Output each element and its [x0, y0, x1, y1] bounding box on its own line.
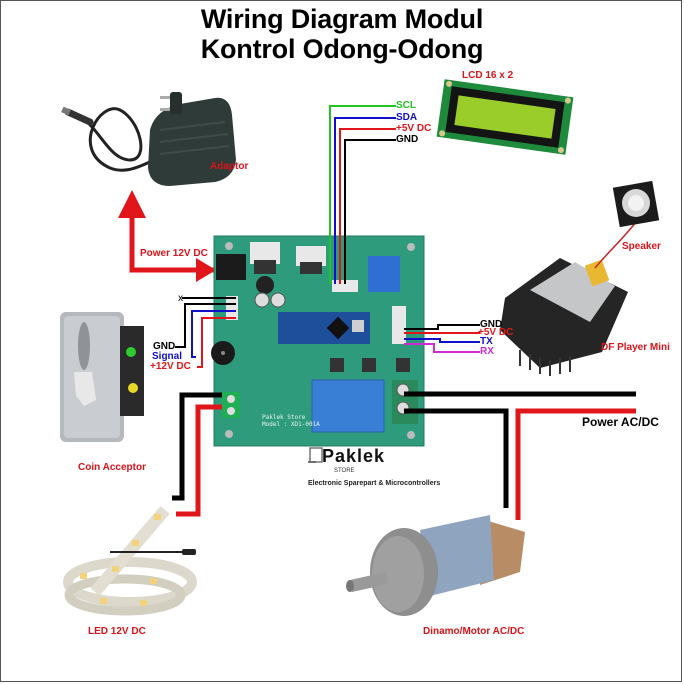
adaptor-image: [61, 92, 236, 186]
lcd-label: LCD 16 x 2: [462, 70, 514, 81]
speaker-image: [612, 180, 660, 228]
title-line-1: Wiring Diagram Modul: [200, 4, 484, 34]
power-ac-dc-label: Power AC/DC: [582, 415, 659, 429]
lcd-wires: [329, 105, 396, 284]
brand-logo-mark: [308, 447, 323, 463]
coin-acceptor-image: [60, 312, 144, 442]
coin-wires: [175, 297, 236, 368]
power-ac-dc-wires: [404, 391, 636, 520]
lcd-pin-5v: +5V DC: [396, 123, 432, 134]
dfplayer-image: [500, 258, 628, 376]
brand-sub: STORE: [334, 468, 355, 474]
dfplayer-label: DF Player Mini: [601, 342, 670, 353]
led-wires: [172, 392, 222, 517]
brand-name: Paklek: [322, 446, 386, 466]
lcd-pin-sda: SDA: [396, 112, 418, 123]
control-board: [211, 235, 425, 447]
lcd-pin-scl: SCL: [396, 100, 416, 111]
speaker-cable: [594, 221, 637, 269]
power-12v-label: Power 12V DC: [140, 248, 208, 259]
df-pin-rx: RX: [480, 346, 494, 357]
adaptor-label: Adaptor: [210, 161, 249, 172]
speaker-label: Speaker: [622, 241, 661, 252]
coin-pin-x-mark: x: [178, 293, 183, 304]
df-pin-gnd: GND: [480, 319, 503, 330]
df-pin-tx: TX: [480, 336, 493, 347]
board-silkscreen-1: Paklek Store: [262, 414, 306, 421]
board-silkscreen-2: Model : XD1-001A: [262, 421, 320, 428]
title-line-2: Kontrol Odong-Odong: [200, 34, 484, 64]
coin-pin-12v: +12V DC: [150, 361, 191, 372]
coin-pin-gnd: GND: [153, 341, 176, 352]
motor-label: Dinamo/Motor AC/DC: [423, 626, 525, 637]
coin-pin-signal: Signal: [152, 351, 183, 362]
motor-image: [346, 515, 525, 616]
lcd-pin-gnd: GND: [396, 134, 419, 145]
power-arrow: [118, 190, 216, 282]
brand-tagline: Electronic Sparepart & Microcontrollers: [308, 480, 441, 487]
df-pin-5v: +5V DC: [478, 327, 514, 338]
led-strip-image: [63, 506, 197, 616]
led-label: LED 12V DC: [88, 626, 146, 637]
coin-acceptor-label: Coin Acceptor: [78, 462, 146, 473]
lcd-image: [436, 79, 574, 155]
dfplayer-wires: [404, 324, 480, 353]
